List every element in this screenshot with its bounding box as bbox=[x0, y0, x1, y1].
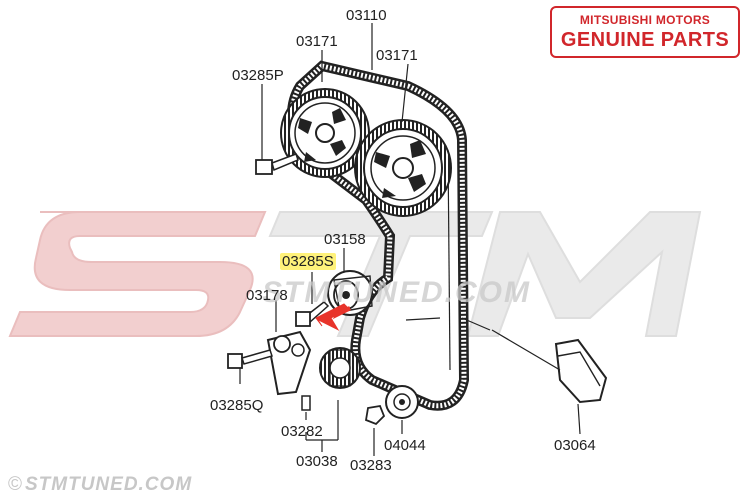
leader-lines bbox=[239, 23, 581, 456]
belt-cover bbox=[554, 338, 608, 404]
tensioner-pulley bbox=[327, 270, 373, 316]
label-03282: 03282 bbox=[281, 423, 323, 440]
bolt-03285p bbox=[255, 153, 299, 175]
label-03285q: 03285Q bbox=[210, 397, 264, 414]
label-03283: 03283 bbox=[350, 457, 392, 474]
watermark-text: STMTUNED.COM bbox=[262, 276, 531, 309]
woodruff-key bbox=[301, 395, 311, 411]
footer-watermark: ©STMTUNED.COM bbox=[8, 474, 192, 496]
label-03178: 03178 bbox=[246, 287, 288, 304]
label-03285s-text: 03285S bbox=[280, 253, 336, 270]
badge-title: GENUINE PARTS bbox=[560, 29, 730, 51]
label-03064: 03064 bbox=[554, 437, 596, 454]
stm-watermark-logo bbox=[8, 211, 702, 337]
highlight-arrow bbox=[315, 303, 351, 331]
bolt-03285q bbox=[227, 349, 273, 369]
bolt-03285s bbox=[295, 301, 330, 327]
label-03038: 03038 bbox=[296, 453, 338, 470]
label-03110: 03110 bbox=[346, 7, 387, 24]
label-03171-right: 03171 bbox=[376, 47, 418, 64]
label-03158: 03158 bbox=[324, 231, 366, 248]
label-04044: 04044 bbox=[384, 437, 426, 454]
copyright-symbol: © bbox=[8, 474, 23, 495]
badge-brand: MITSUBISHI MOTORS bbox=[579, 13, 711, 27]
footer-text: STMTUNED.COM bbox=[25, 474, 193, 495]
tensioner-arm bbox=[266, 330, 312, 396]
label-03171-left: 03171 bbox=[296, 33, 338, 50]
crank-sprocket bbox=[319, 347, 361, 389]
cam-sprocket-right bbox=[354, 119, 452, 217]
idler-pulley bbox=[385, 385, 419, 419]
cam-sprocket-left bbox=[280, 88, 370, 178]
nut-03283 bbox=[364, 404, 386, 426]
label-03285p: 03285P bbox=[232, 67, 284, 84]
genuine-parts-badge: MITSUBISHI MOTORS GENUINE PARTS bbox=[550, 6, 740, 58]
label-03285s: 03285S bbox=[280, 253, 336, 270]
